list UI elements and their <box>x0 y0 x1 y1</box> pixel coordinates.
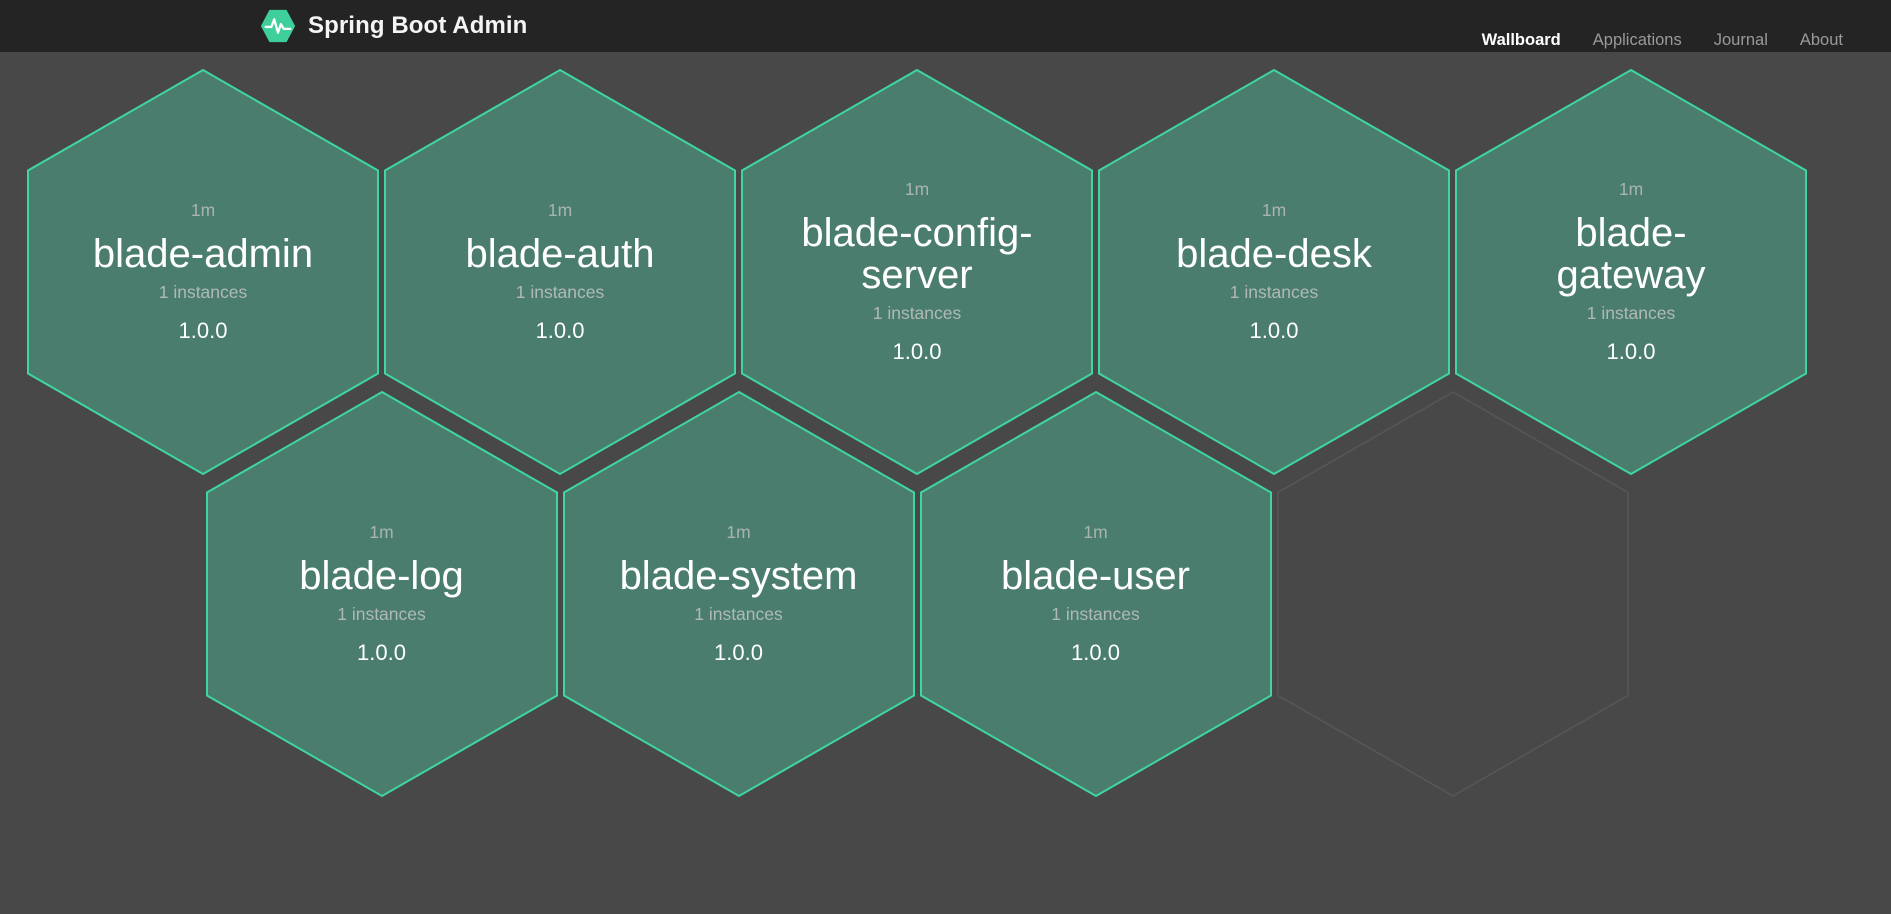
application-name: blade-desk <box>1176 232 1372 277</box>
application-version: 1.0.0 <box>714 640 763 666</box>
application-version: 1.0.0 <box>178 318 228 344</box>
application-duration: 1m <box>1618 178 1644 199</box>
hexagon-shape <box>27 68 379 476</box>
application-card-body[interactable]: 1m blade-config-server 1 instances 1.0.0 <box>741 69 1093 475</box>
application-card-body[interactable]: 1m blade-gateway 1 instances 1.0.0 <box>1455 69 1807 475</box>
nav-item-journal[interactable]: Journal <box>1713 31 1768 49</box>
application-instances: 1 instances <box>694 603 783 624</box>
application-duration: 1m <box>904 178 930 199</box>
application-version: 1.0.0 <box>535 318 585 344</box>
application-instances: 1 instances <box>1586 302 1676 323</box>
hexagon-outline-shape <box>1276 391 1629 797</box>
application-name: blade-config-server <box>801 211 1033 297</box>
application-instances: 1 instances <box>872 302 962 323</box>
application-hexagon[interactable]: 1m blade-admin 1 instances 1.0.0 <box>27 68 379 476</box>
hexagon-shape <box>384 68 736 476</box>
nav-item-about[interactable]: About <box>1799 31 1843 49</box>
application-card-body[interactable]: 1m blade-system 1 instances 1.0.0 <box>563 391 915 797</box>
application-duration: 1m <box>726 521 751 542</box>
heartbeat-hexagon-icon <box>259 7 297 45</box>
application-name: blade-admin <box>92 232 314 277</box>
application-hexagon[interactable]: 1m blade-auth 1 instances 1.0.0 <box>384 68 736 476</box>
application-version: 1.0.0 <box>1071 640 1120 666</box>
application-duration: 1m <box>547 199 573 220</box>
application-name: blade-log <box>299 554 464 599</box>
application-name: blade-auth <box>465 232 655 277</box>
application-name: blade-gateway <box>1556 211 1706 297</box>
hexagon-shape <box>1098 68 1450 476</box>
empty-hexagon-placeholder <box>1276 391 1629 797</box>
application-card-body[interactable]: 1m blade-desk 1 instances 1.0.0 <box>1098 69 1450 475</box>
application-version: 1.0.0 <box>892 339 942 365</box>
hexagon-shape <box>205 390 558 798</box>
application-hexagon[interactable]: 1m blade-user 1 instances 1.0.0 <box>919 390 1272 798</box>
application-instances: 1 instances <box>515 281 605 302</box>
application-card-body[interactable]: 1m blade-user 1 instances 1.0.0 <box>920 391 1272 797</box>
brand-title: Spring Boot Admin <box>308 12 528 39</box>
hexagon-shape <box>919 390 1272 798</box>
hexagon-shape <box>741 68 1093 476</box>
application-version: 1.0.0 <box>1249 318 1299 344</box>
application-duration: 1m <box>1083 521 1108 542</box>
application-instances: 1 instances <box>158 281 248 302</box>
application-duration: 1m <box>190 199 216 220</box>
application-name: blade-system <box>619 554 858 599</box>
application-card-body[interactable]: 1m blade-auth 1 instances 1.0.0 <box>384 69 736 475</box>
application-instances: 1 instances <box>1051 603 1140 624</box>
application-version: 1.0.0 <box>1606 339 1656 365</box>
top-navbar: Spring Boot Admin Wallboard Applications J… <box>0 0 1891 52</box>
application-name: blade-user <box>1000 554 1190 599</box>
application-card-body[interactable]: 1m blade-log 1 instances 1.0.0 <box>206 391 558 797</box>
hexagon-shape <box>1455 68 1807 476</box>
brand-home-link[interactable]: Spring Boot Admin <box>259 7 527 45</box>
application-duration: 1m <box>369 521 394 542</box>
application-hexagon[interactable]: 1m blade-log 1 instances 1.0.0 <box>205 390 558 798</box>
application-instances: 1 instances <box>337 603 426 624</box>
hexagon-shape <box>562 390 915 798</box>
nav-item-wallboard[interactable]: Wallboard <box>1481 31 1561 49</box>
application-card-body[interactable]: 1m blade-admin 1 instances 1.0.0 <box>27 69 379 475</box>
application-version: 1.0.0 <box>357 640 406 666</box>
application-hexagon[interactable]: 1m blade-desk 1 instances 1.0.0 <box>1098 68 1450 476</box>
nav-item-applications[interactable]: Applications <box>1592 31 1682 49</box>
application-hexagon[interactable]: 1m blade-gateway 1 instances 1.0.0 <box>1455 68 1807 476</box>
nav-menu: Wallboard Applications Journal About <box>1466 26 1859 55</box>
application-hexagon[interactable]: 1m blade-config-server 1 instances 1.0.0 <box>741 68 1093 476</box>
wallboard-grid: 1m blade-admin 1 instances 1.0.0 1m blade-aut… <box>0 52 1891 914</box>
application-hexagon[interactable]: 1m blade-system 1 instances 1.0.0 <box>562 390 915 798</box>
application-duration: 1m <box>1261 199 1287 220</box>
application-instances: 1 instances <box>1229 281 1319 302</box>
